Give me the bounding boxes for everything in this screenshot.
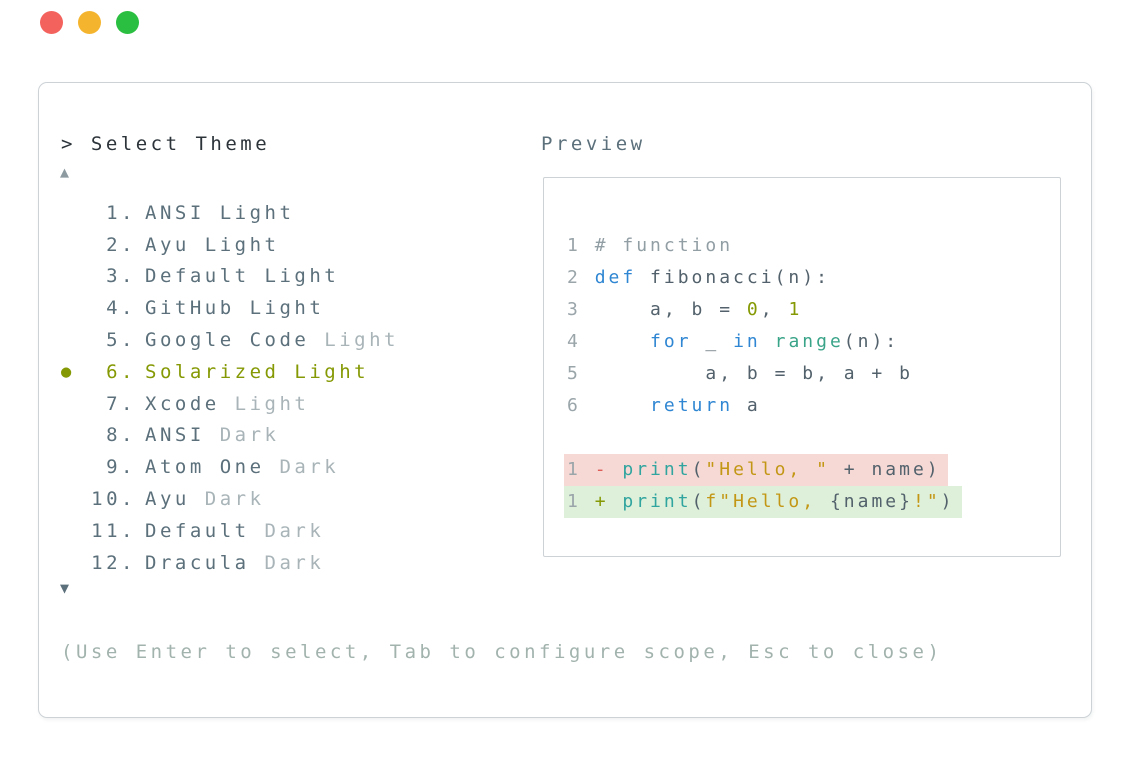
- select-theme-title: > Select Theme: [61, 133, 271, 155]
- theme-item-number: 2.: [106, 233, 136, 256]
- theme-item-name: Solarized Light: [145, 360, 370, 383]
- maximize-button[interactable]: [116, 11, 139, 34]
- theme-item-name: Ayu: [145, 488, 190, 511]
- theme-item-number: 7.: [106, 392, 136, 415]
- theme-item-name: ANSI: [145, 424, 205, 447]
- theme-item-7[interactable]: 7. Xcode Light: [61, 388, 511, 420]
- theme-selector-panel: > Select Theme ▲ 1. ANSI Light 2. Ayu Light…: [38, 82, 1092, 718]
- code-line: 5 a, b = b, a + b: [567, 363, 913, 384]
- theme-item-variant: Dark: [204, 424, 280, 447]
- theme-item-9[interactable]: 9. Atom One Dark: [61, 451, 511, 483]
- theme-item-number: 9.: [106, 456, 136, 479]
- window-controls: [40, 11, 139, 34]
- theme-item-12[interactable]: 12. Dracula Dark: [61, 547, 511, 579]
- theme-item-name: Xcode: [145, 392, 220, 415]
- close-button[interactable]: [40, 11, 63, 34]
- theme-item-4[interactable]: 4. GitHub Light: [61, 292, 511, 324]
- code-line: 1 # function: [567, 235, 734, 256]
- code-line: [564, 422, 588, 454]
- theme-item-variant: Light: [309, 329, 399, 352]
- selected-bullet-icon: ●: [61, 361, 72, 382]
- theme-item-name: Atom One: [145, 456, 265, 479]
- theme-item-name: GitHub Light: [145, 297, 325, 320]
- theme-item-number: 10.: [91, 488, 136, 511]
- theme-item-5[interactable]: 5. Google Code Light: [61, 324, 511, 356]
- theme-item-number: 8.: [106, 424, 136, 447]
- theme-item-number: 11.: [91, 519, 136, 542]
- code-line: 4 for _ in range(n):: [567, 331, 900, 352]
- preview-box: 1 # function 2 def fibonacci(n): 3 a, b = …: [543, 177, 1061, 557]
- theme-item-8[interactable]: 8. ANSI Dark: [61, 420, 511, 452]
- theme-item-name: Google Code: [145, 329, 310, 352]
- theme-item-number: 12.: [91, 551, 136, 574]
- theme-item-name: ANSI Light: [145, 201, 295, 224]
- theme-list: 1. ANSI Light 2. Ayu Light 3. Default Light 4.…: [61, 197, 511, 579]
- theme-item-variant: Dark: [249, 519, 325, 542]
- theme-item-number: 6.: [106, 360, 136, 383]
- theme-item-name: Ayu Light: [145, 233, 280, 256]
- preview-label: Preview: [541, 133, 646, 155]
- theme-item-variant: Light: [219, 392, 310, 415]
- diff-line-removed: 1 - print("Hello, " + name): [564, 454, 948, 486]
- theme-item-variant: Dark: [249, 551, 325, 574]
- theme-item-name: Default Light: [145, 265, 340, 288]
- theme-item-number: 3.: [106, 265, 136, 288]
- theme-item-2[interactable]: 2. Ayu Light: [61, 229, 511, 261]
- theme-item-number: 5.: [106, 329, 136, 352]
- diff-line-added: 1 + print(f"Hello, {name}!"): [564, 486, 962, 518]
- theme-item-10[interactable]: 10. Ayu Dark: [61, 483, 511, 515]
- theme-item-11[interactable]: 11. Default Dark: [61, 515, 511, 547]
- code-line: 6 return a: [567, 395, 761, 416]
- theme-item-number: 4.: [106, 297, 136, 320]
- theme-item-6[interactable]: ● 6. Solarized Light: [61, 356, 511, 388]
- theme-item-variant: Dark: [264, 456, 340, 479]
- code-line: 2 def fibonacci(n):: [567, 267, 830, 288]
- code-block: 1 # function 2 def fibonacci(n): 3 a, b = …: [564, 230, 962, 518]
- theme-item-name: Default: [145, 519, 250, 542]
- theme-item-name: Dracula: [145, 551, 250, 574]
- help-text: (Use Enter to select, Tab to configure s…: [61, 641, 943, 663]
- minimize-button[interactable]: [78, 11, 101, 34]
- scroll-up-indicator-icon[interactable]: ▲: [60, 163, 70, 181]
- code-line: 3 a, b = 0, 1: [567, 299, 803, 320]
- scroll-down-indicator-icon[interactable]: ▼: [60, 579, 70, 597]
- theme-item-1[interactable]: 1. ANSI Light: [61, 197, 511, 229]
- theme-item-variant: Dark: [189, 488, 265, 511]
- theme-item-3[interactable]: 3. Default Light: [61, 261, 511, 293]
- theme-item-number: 1.: [106, 201, 136, 224]
